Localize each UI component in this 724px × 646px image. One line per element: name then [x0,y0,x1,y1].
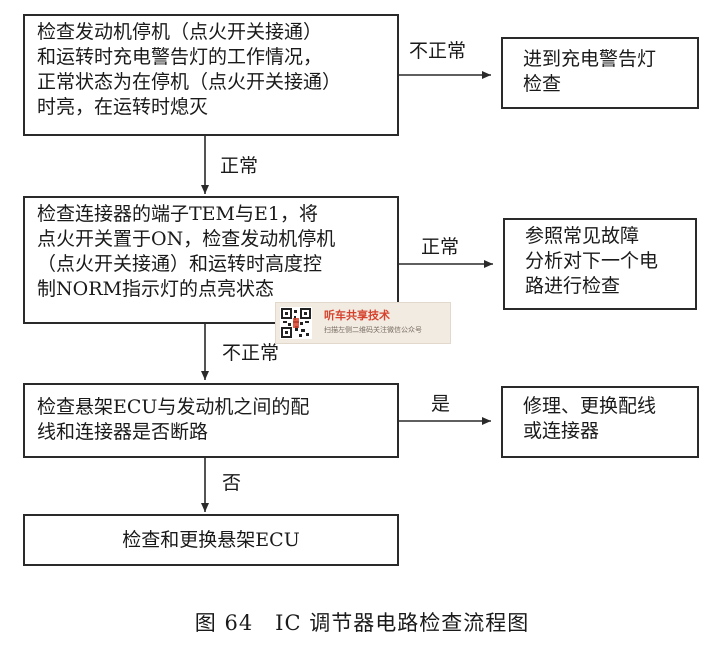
box-goto-warning-light-check-text: 进到充电警告灯 检查 [523,48,657,95]
box-repair-wiring: 修理、更换配线 或连接器 [501,386,699,458]
watermark-title: 听车共享技术 [324,309,390,322]
box-refer-common-faults-text: 参照常见故障 分析对下一个电 路进行检查 [525,225,659,297]
qr-code-icon [280,307,312,339]
edge-label-normal-1: 正常 [220,155,259,177]
edge-label-abnormal-2: 不正常 [222,342,280,364]
edge-label-abnormal-1: 不正常 [409,40,467,62]
watermark-subtitle: 扫描左侧二维码关注微信公众号 [324,326,422,334]
box-goto-warning-light-check: 进到充电警告灯 检查 [501,37,699,109]
box-check-warning-light: 检查发动机停机（点火开关接通） 和运转时充电警告灯的工作情况， 正常状态为在停机… [23,14,399,136]
watermark-badge: 听车共享技术 扫描左侧二维码关注微信公众号 [275,302,451,344]
edge-label-yes: 是 [431,393,451,415]
box-replace-ecu: 检查和更换悬架ECU [23,514,399,566]
box-check-ecu-wiring: 检查悬架ECU与发动机之间的配 线和连接器是否断路 [23,383,399,458]
box-check-warning-light-text: 检查发动机停机（点火开关接通） 和运转时充电警告灯的工作情况， 正常状态为在停机… [37,21,342,118]
box-check-ecu-wiring-text: 检查悬架ECU与发动机之间的配 线和连接器是否断路 [37,396,310,443]
figure-caption: 图 64 IC 调节器电路检查流程图 [194,611,530,635]
box-repair-wiring-text: 修理、更换配线 或连接器 [523,395,657,442]
box-replace-ecu-text: 检查和更换悬架ECU [122,529,300,551]
box-check-tem-e1-text: 检查连接器的端子TEM与E1，将 点火开关置于ON，检查发动机停机 （点火开关接… [37,203,336,300]
box-refer-common-faults: 参照常见故障 分析对下一个电 路进行检查 [503,218,697,310]
edge-label-normal-2: 正常 [421,236,460,258]
edge-label-no: 否 [222,472,242,494]
